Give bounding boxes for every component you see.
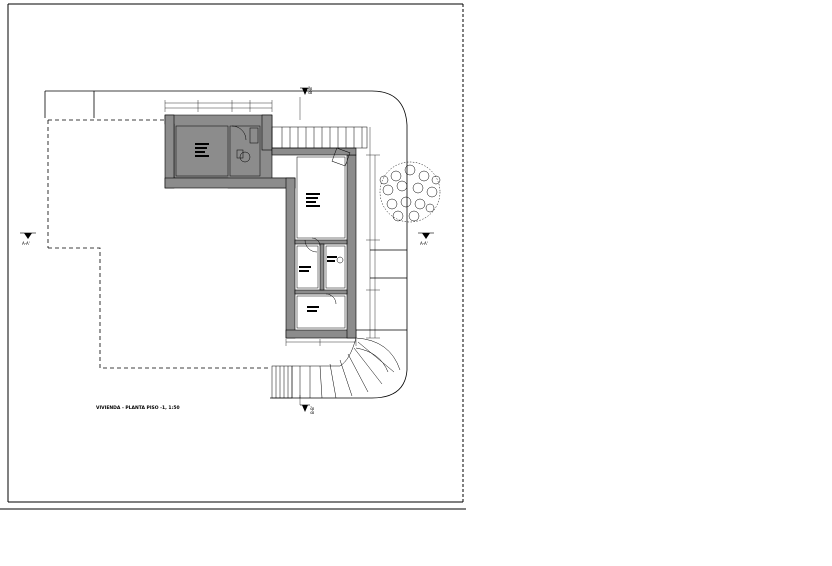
tree-symbol (379, 161, 441, 223)
section-label-b-bottom: B-B' (310, 406, 315, 414)
section-marker-right: A-A' (418, 232, 434, 246)
section-marker-bottom: B-B' (300, 404, 315, 414)
section-label-a-left: A-A' (22, 241, 30, 246)
section-marker-top: B-B' (300, 86, 313, 95)
dimension-lines (164, 97, 380, 405)
section-label-a-right: A-A' (420, 241, 428, 246)
sheet-frame (0, 3, 466, 510)
upper-staircase (271, 126, 368, 149)
terrain-outline-dashed (47, 119, 270, 369)
interior-lines (175, 125, 351, 329)
drawing-title: VIVIENDA - PLANTA PISO -1, 1:50 (96, 405, 180, 411)
section-marker-left: A-A' (20, 232, 36, 246)
room-tags (195, 143, 337, 312)
section-label-b-top: B-B' (308, 86, 313, 94)
building-walls (164, 114, 357, 339)
lower-curved-staircase (271, 337, 401, 399)
